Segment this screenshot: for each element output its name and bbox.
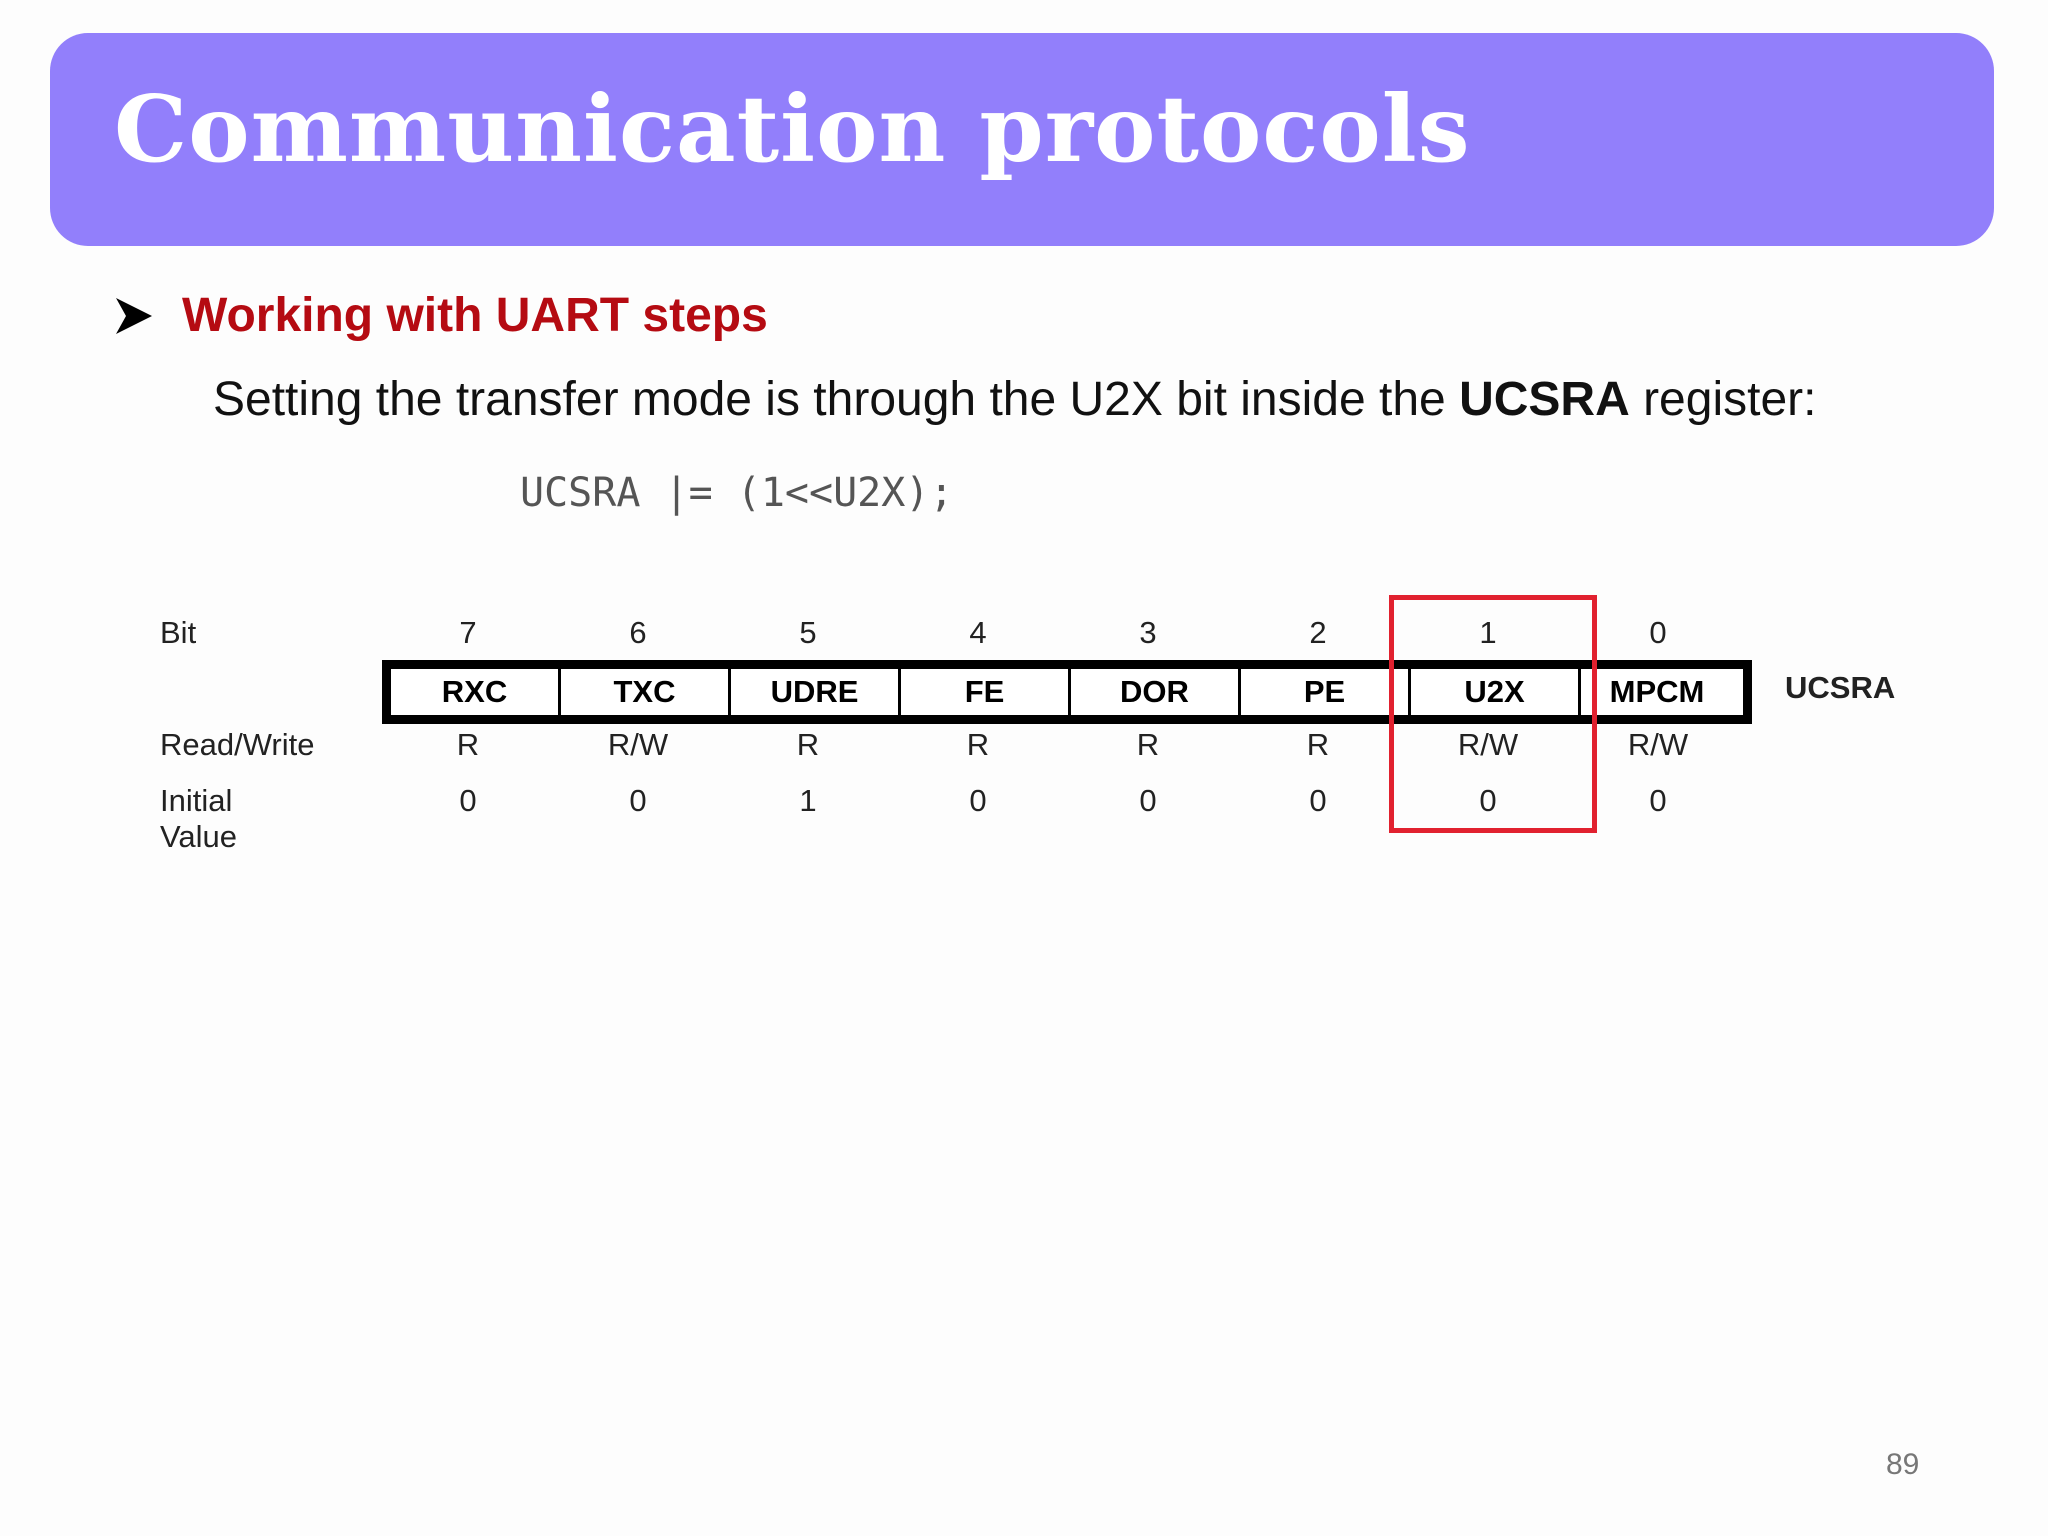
u2x-highlight-box	[1389, 595, 1597, 833]
bit-access: R	[456, 727, 480, 762]
bit-number: 4	[969, 615, 987, 650]
rw-row-label: Read/Write	[160, 727, 315, 762]
bit-field: DOR	[1071, 669, 1241, 715]
bit-initial-value: 0	[459, 783, 477, 818]
bit-field: RXC	[391, 669, 561, 715]
bit-initial-value: 0	[1479, 783, 1497, 818]
bit-access: R	[1306, 727, 1330, 762]
init-row-label: Initial Value	[160, 783, 237, 854]
bit-access: R/W	[607, 727, 669, 762]
bit-field: UDRE	[731, 669, 901, 715]
bit-field: TXC	[561, 669, 731, 715]
bit-initial-value: 0	[1139, 783, 1157, 818]
bit-access: R	[966, 727, 990, 762]
bullet-heading: Working with UART steps	[112, 288, 768, 343]
bit-field: MPCM	[1609, 674, 1705, 709]
title-bar: Communication protocols	[50, 33, 1994, 246]
description: Setting the transfer mode is through the…	[213, 372, 1816, 427]
bit-number: 2	[1309, 615, 1327, 650]
bit-initial-value: 1	[799, 783, 817, 818]
bit-number: 6	[629, 615, 647, 650]
bullet-text: Working with UART steps	[182, 289, 768, 342]
bit-initial-value: 0	[1649, 783, 1667, 818]
register-name: UCSRA	[1785, 670, 1896, 705]
bit-number: 5	[799, 615, 817, 650]
bit-access: R/W	[1627, 727, 1689, 762]
code-snippet: UCSRA |= (1<<U2X);	[520, 470, 954, 516]
bit-access: R/W	[1457, 727, 1519, 762]
slide-title: Communication protocols	[114, 75, 1471, 183]
bit-access: R	[796, 727, 820, 762]
page-number: 89	[1886, 1448, 1920, 1481]
arrowhead-bullet-icon	[116, 297, 152, 334]
bit-field: U2X	[1411, 669, 1581, 715]
bit-field: FE	[901, 669, 1071, 715]
description-register: UCSRA	[1459, 373, 1630, 426]
bit-number: 7	[459, 615, 477, 650]
bit-field: PE	[1241, 669, 1411, 715]
bit-initial-value: 0	[1309, 783, 1327, 818]
bit-number: 1	[1479, 615, 1497, 650]
bit-initial-value: 0	[629, 783, 647, 818]
bit-row-label: Bit	[160, 615, 197, 650]
bit-number: 3	[1139, 615, 1157, 650]
bit-number: 0	[1649, 615, 1667, 650]
description-suffix: register:	[1629, 373, 1817, 426]
bit-initial-value: 0	[969, 783, 987, 818]
bit-access: R	[1136, 727, 1160, 762]
description-text: Setting the transfer mode is through the…	[213, 373, 1460, 426]
